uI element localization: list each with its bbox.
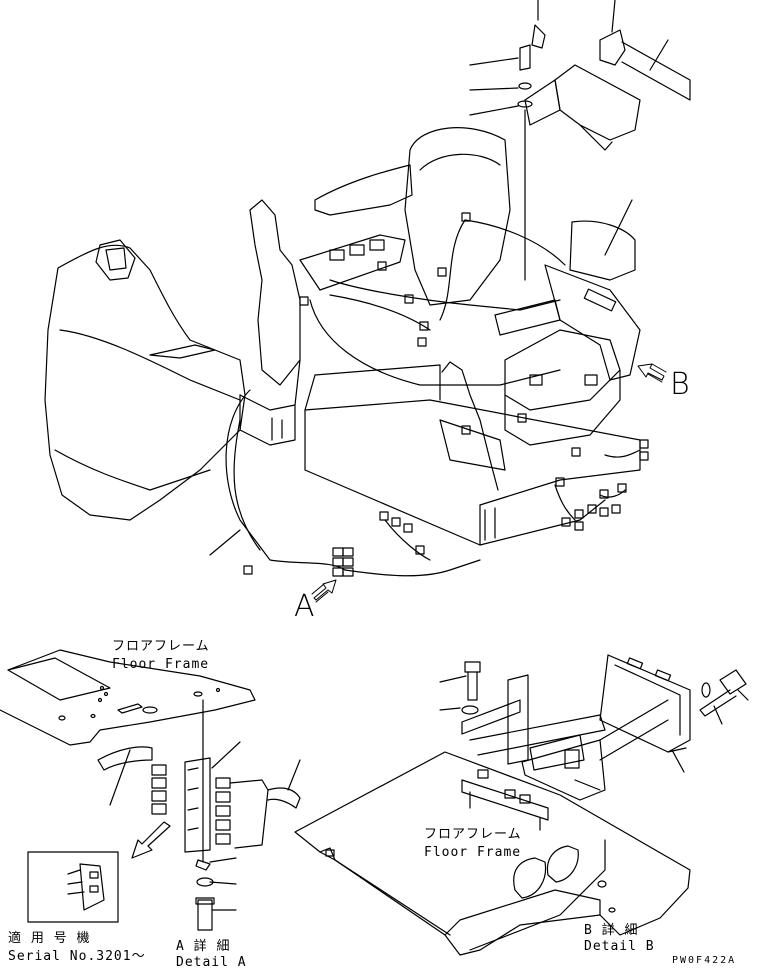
detail-b-title-en: Detail B xyxy=(584,939,655,954)
detail-a-floor-frame-jp: フロアフレーム xyxy=(112,639,210,654)
right-mount-bracket xyxy=(494,199,641,381)
view-b-label: B xyxy=(670,367,690,402)
main-assembly-view xyxy=(44,0,691,603)
drawing-code: PW0F422A xyxy=(672,955,737,966)
harness-connectors xyxy=(243,212,649,575)
view-arrow-a xyxy=(311,579,337,603)
serial-number: Serial No.3201～ xyxy=(8,949,146,964)
left-control-console xyxy=(239,199,406,446)
view-a-label: A xyxy=(294,589,315,624)
top-bracket-assembly xyxy=(469,0,691,281)
detail-a-title-jp: A 詳 細 xyxy=(176,939,231,954)
detail-b-title-jp: B 詳 細 xyxy=(584,923,639,938)
wiring-harness xyxy=(209,219,641,577)
detail-a-floor-frame-en: Floor Frame xyxy=(112,657,210,672)
right-control-console xyxy=(439,329,621,491)
connector-block-a xyxy=(332,547,354,577)
detail-a-title-en: Detail A xyxy=(176,955,247,970)
detail-a-view xyxy=(0,649,301,931)
left-console xyxy=(44,239,246,521)
view-arrow-b xyxy=(637,363,667,383)
detail-b-floor-frame-jp: フロアフレーム xyxy=(424,827,522,842)
serial-applicability-jp: 適 用 号 機 xyxy=(8,931,91,946)
operator-seat xyxy=(309,127,636,386)
detail-b-floor-frame-en: Floor Frame xyxy=(424,845,522,860)
detail-b-view xyxy=(294,654,749,956)
seat-base-box xyxy=(304,364,641,546)
